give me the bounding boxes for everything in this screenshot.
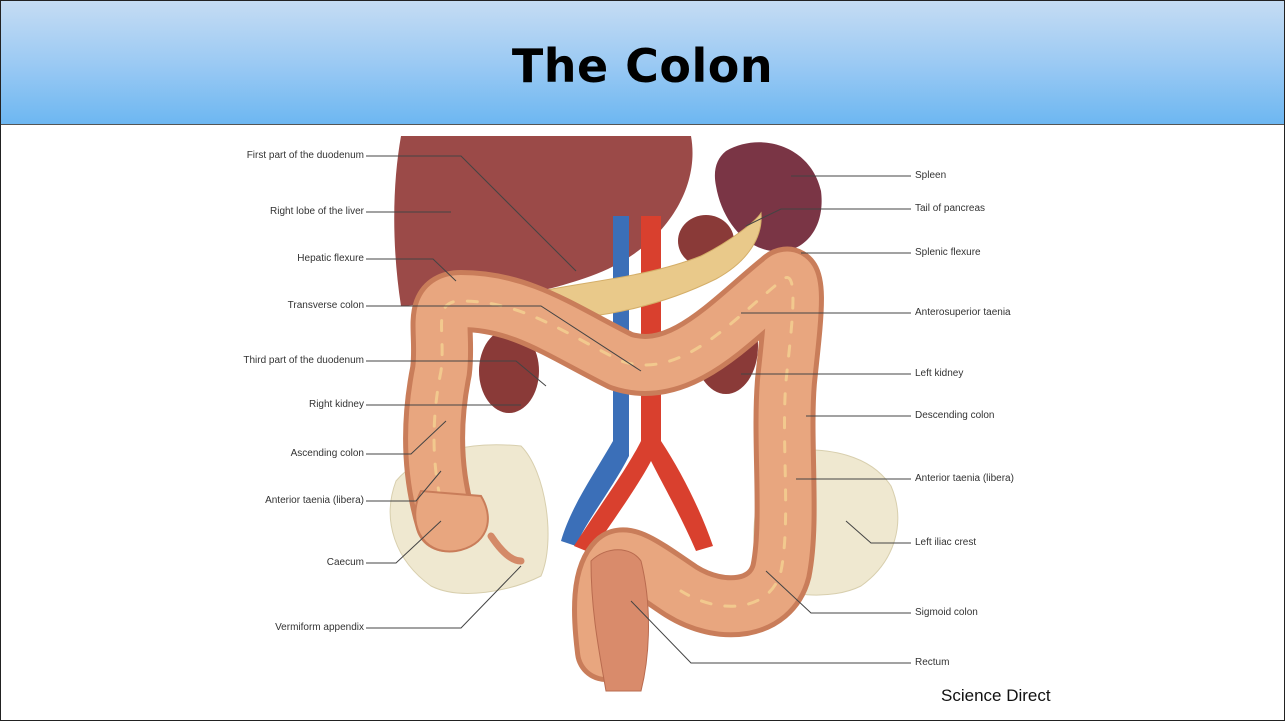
label-rectum: Rectum <box>915 657 949 669</box>
label-anterior-taenia-left: Anterior taenia (libera) <box>915 473 1014 485</box>
label-tail-of-pancreas: Tail of pancreas <box>915 203 985 215</box>
label-right-kidney: Right kidney <box>309 399 364 411</box>
label-hepatic-flexure: Hepatic flexure <box>297 253 364 265</box>
label-sigmoid-colon: Sigmoid colon <box>915 607 978 619</box>
caecum <box>415 491 488 551</box>
label-spleen: Spleen <box>915 170 946 182</box>
label-left-iliac-crest: Left iliac crest <box>915 537 976 549</box>
label-splenic-flexure: Splenic flexure <box>915 247 981 259</box>
label-ascending-colon: Ascending colon <box>291 448 364 460</box>
label-transverse-colon: Transverse colon <box>288 300 364 312</box>
label-anterior-taenia-right: Anterior taenia (libera) <box>265 495 364 507</box>
label-left-kidney: Left kidney <box>915 368 963 380</box>
label-caecum: Caecum <box>327 557 364 569</box>
image-credit: Science Direct <box>941 686 1051 706</box>
label-third-part-duodenum: Third part of the duodenum <box>243 355 364 367</box>
label-right-lobe-liver: Right lobe of the liver <box>270 206 364 218</box>
label-first-part-duodenum: First part of the duodenum <box>247 150 364 162</box>
label-vermiform-appendix: Vermiform appendix <box>275 622 364 634</box>
label-anterosuperior-taenia: Anterosuperior taenia <box>915 307 1011 319</box>
label-descending-colon: Descending colon <box>915 410 995 422</box>
